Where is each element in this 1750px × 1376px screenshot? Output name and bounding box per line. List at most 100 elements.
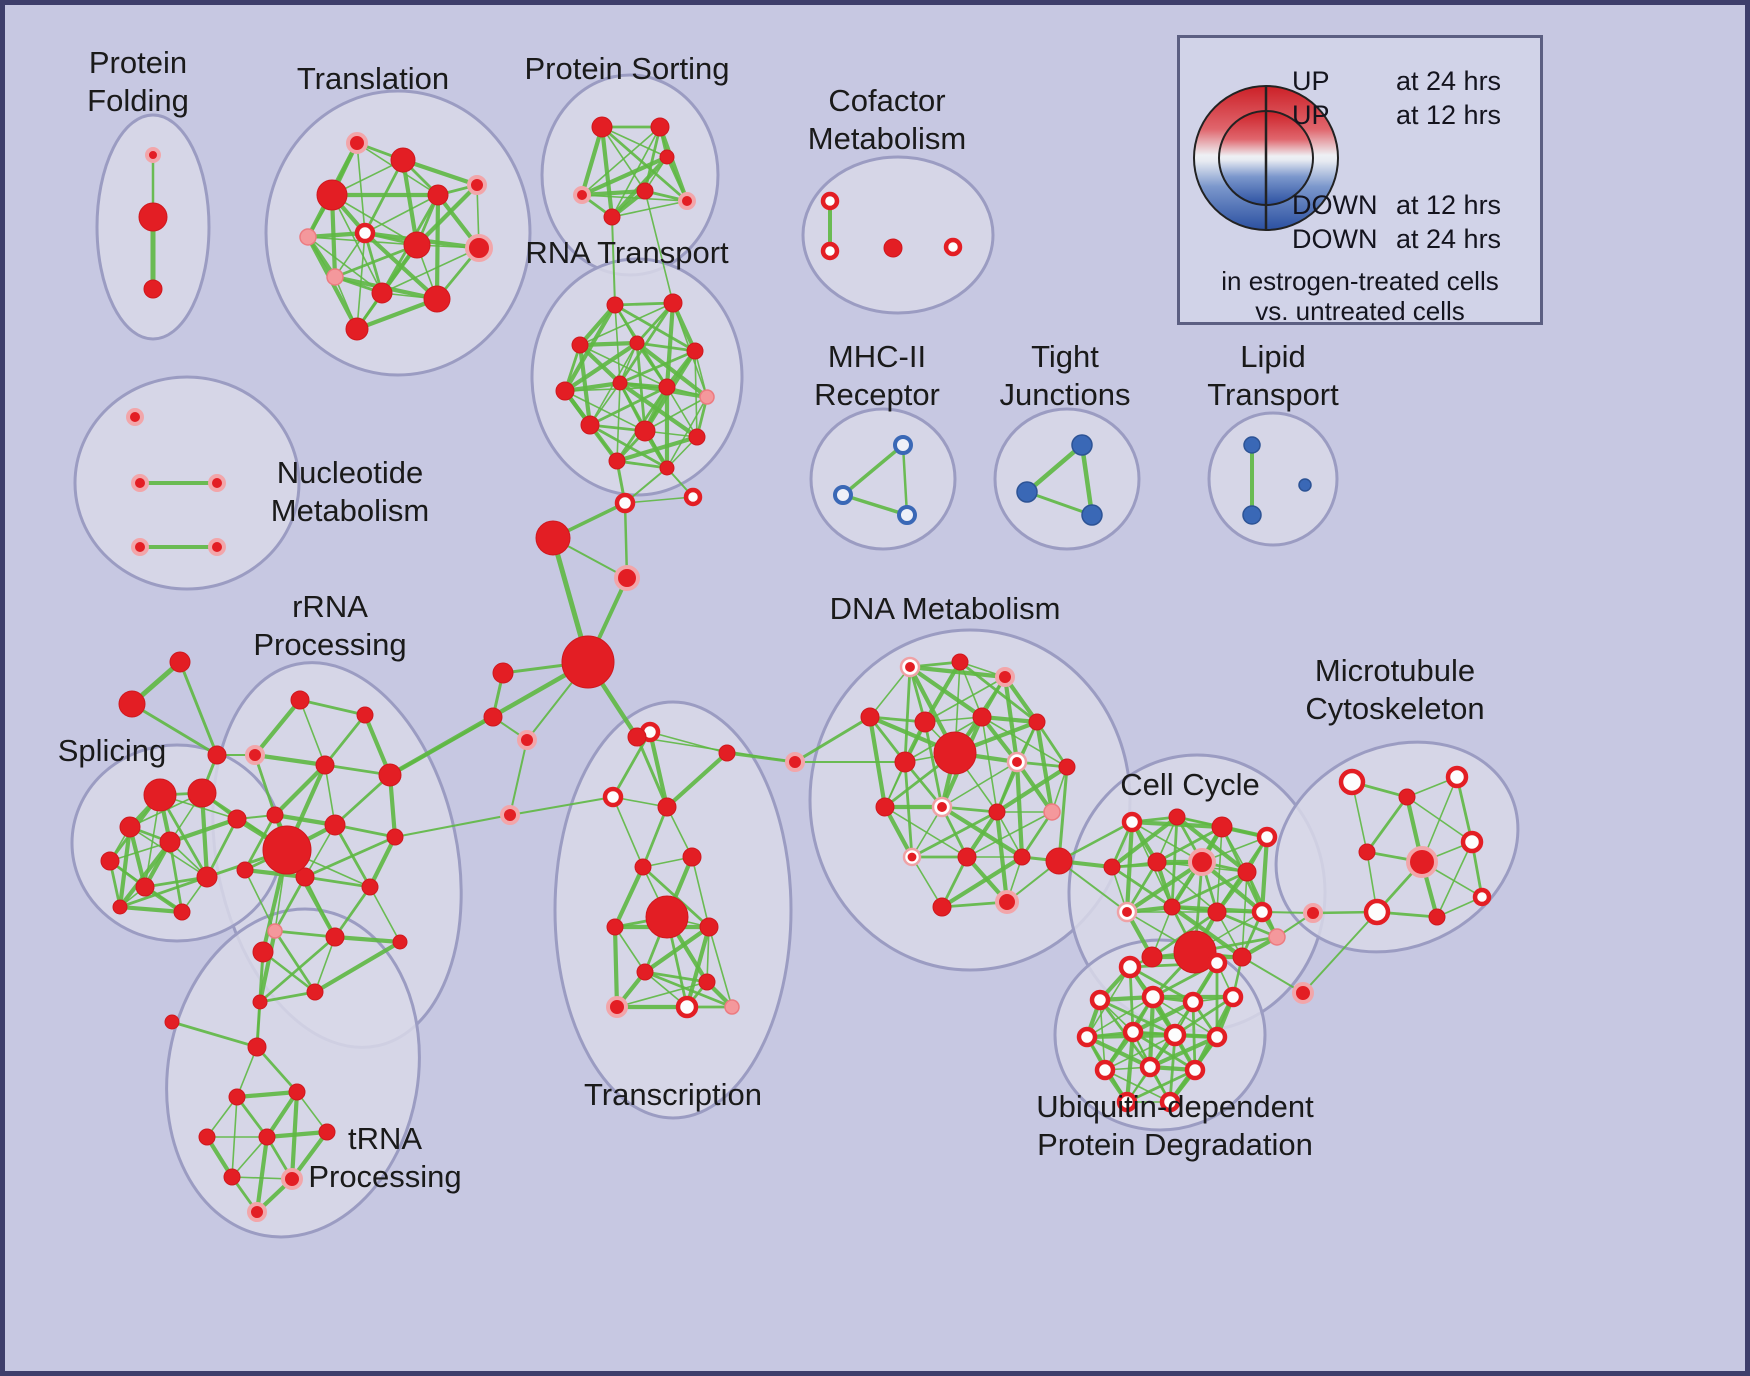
gene-node [634, 420, 656, 442]
gene-node [159, 831, 181, 853]
network-edge [1155, 825, 1224, 864]
gene-node [517, 730, 537, 750]
network-edge [1436, 841, 1473, 918]
cluster-label-ubiquitin-degradation: Protein Degradation [1037, 1127, 1313, 1162]
gene-node [658, 378, 676, 396]
network-edge [907, 664, 985, 720]
cluster-label-protein-folding: Folding [87, 83, 189, 118]
network-edge [255, 1045, 299, 1094]
gene-node [247, 1202, 267, 1222]
gene-node [295, 867, 315, 887]
network-edge [1170, 870, 1249, 909]
gene-node [1043, 803, 1061, 821]
gene-node [1058, 758, 1076, 776]
cluster-label-cofactor-metabolism: Metabolism [808, 121, 967, 156]
network-edge [1104, 1034, 1176, 1071]
network-edge [1125, 1068, 1197, 1104]
network-edge [562, 340, 640, 394]
network-edge [666, 386, 698, 438]
network-edge [509, 739, 528, 816]
network-edge [624, 496, 694, 504]
network-edge [1024, 442, 1085, 495]
gene-node [591, 116, 613, 138]
network-edge [644, 190, 674, 304]
cluster-label-microtubule-cytoskeleton: Microtubule [1315, 653, 1475, 688]
network-edge [394, 814, 511, 838]
gene-node [427, 184, 449, 206]
gene-node [688, 428, 706, 446]
network-edge [614, 926, 646, 973]
gene-node [345, 317, 369, 341]
network-edge [332, 934, 403, 945]
gene-node [1121, 811, 1143, 833]
network-edge [1156, 861, 1218, 913]
gene-node [138, 202, 168, 232]
gene-node [187, 778, 217, 808]
network-edge [130, 702, 219, 757]
cluster-label-protein-folding: Protein [89, 45, 187, 80]
network-edge [303, 835, 397, 879]
gene-node [423, 285, 451, 313]
network-edge [117, 839, 173, 910]
gene-node [500, 805, 520, 825]
cluster-ellipse-mhc-ii-receptor [809, 407, 957, 551]
gene-node [1184, 1059, 1206, 1081]
gene-node [258, 1128, 276, 1146]
network-edge [664, 300, 676, 390]
network-edge [994, 764, 1070, 815]
gene-node [659, 149, 675, 165]
gene-node [324, 814, 346, 836]
gene-node [392, 934, 408, 950]
legend-footer-line: in estrogen-treated cells [1221, 266, 1499, 296]
legend-box: UP at 24 hrs UP at 12 hrs DOWN at 12 hrs… [1177, 35, 1543, 326]
gene-node [902, 847, 922, 867]
gene-node [1163, 1023, 1187, 1047]
network-edge [369, 886, 401, 943]
network-edge [178, 660, 219, 757]
network-edge [579, 154, 670, 198]
gene-node [678, 192, 696, 210]
network-edge [1124, 1029, 1136, 1105]
gene-node [227, 809, 247, 829]
gene-node [951, 653, 969, 671]
gene-node [1268, 928, 1286, 946]
gene-node [1232, 947, 1252, 967]
gene-node [119, 816, 141, 838]
network-edge [117, 824, 133, 910]
network-edge [234, 1089, 300, 1100]
network-edge [258, 935, 337, 1004]
gene-node [1103, 858, 1121, 876]
network-edge [252, 697, 303, 758]
gene-node [893, 435, 913, 455]
network-edge [579, 124, 605, 198]
network-edge [616, 382, 621, 462]
gene-node [1147, 852, 1167, 872]
legend-row-down-24: DOWN at 24 hrs [1292, 224, 1536, 255]
gene-node [208, 474, 226, 492]
gene-node [995, 890, 1019, 914]
gene-node [228, 1088, 246, 1106]
network-edge [725, 751, 797, 764]
gene-node [118, 690, 146, 718]
network-edge [118, 875, 209, 909]
network-edge [577, 342, 593, 428]
network-edge [1124, 859, 1205, 915]
gene-node [1303, 903, 1323, 923]
cluster-label-mhc-ii-receptor: Receptor [814, 377, 940, 412]
gene-node [899, 656, 921, 678]
gene-node [995, 667, 1015, 687]
network-edge [264, 1129, 330, 1140]
gene-node [299, 228, 317, 246]
gene-node [252, 941, 274, 963]
gene-node [1243, 436, 1261, 454]
cluster-label-microtubule-cytoskeleton: Cytoskeleton [1305, 691, 1484, 726]
gene-node [126, 408, 144, 426]
network-edge [562, 302, 618, 394]
legend-row-up-12: UP at 12 hrs [1292, 100, 1536, 131]
network-edge [981, 716, 998, 813]
network-edge [333, 243, 419, 279]
network-edge [601, 126, 668, 158]
cluster-ellipse-tight-junctions [993, 407, 1141, 551]
gene-node [645, 895, 689, 939]
